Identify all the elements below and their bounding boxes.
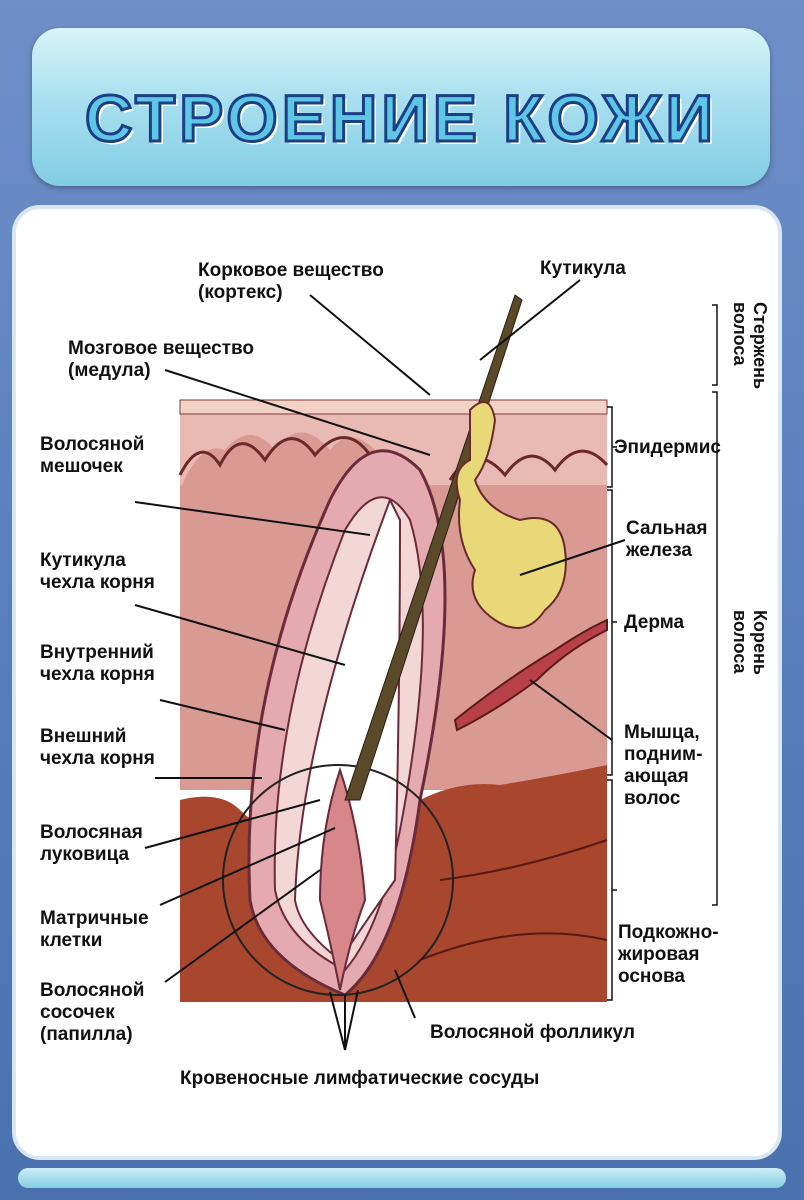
arrector-muscle (453, 618, 608, 732)
title-banner: СТРОЕНИЕ КОЖИ (32, 28, 770, 186)
hair-follicle (222, 449, 454, 997)
leader-lines (134, 279, 626, 1051)
label-cuticle: Кутикула (540, 258, 626, 279)
label-follicle: Волосяной фолликул (430, 1022, 635, 1043)
bulb-circle (222, 764, 454, 996)
label-dermis: Дерма (624, 612, 685, 633)
brackets (607, 304, 718, 1001)
label-medulla: Мозговое вещество(медула) (68, 338, 255, 381)
label-vessels: Кровеносные лимфатические сосуды (180, 1068, 540, 1089)
papilla-shape (318, 766, 367, 991)
page-title: СТРОЕНИЕ КОЖИ (83, 80, 718, 157)
label-cortex: Корковое вещество(кортекс) (198, 260, 384, 303)
sebaceous-gland (455, 401, 567, 629)
label-epidermis: Эпидермис (614, 437, 721, 458)
bottom-bar (18, 1168, 786, 1188)
